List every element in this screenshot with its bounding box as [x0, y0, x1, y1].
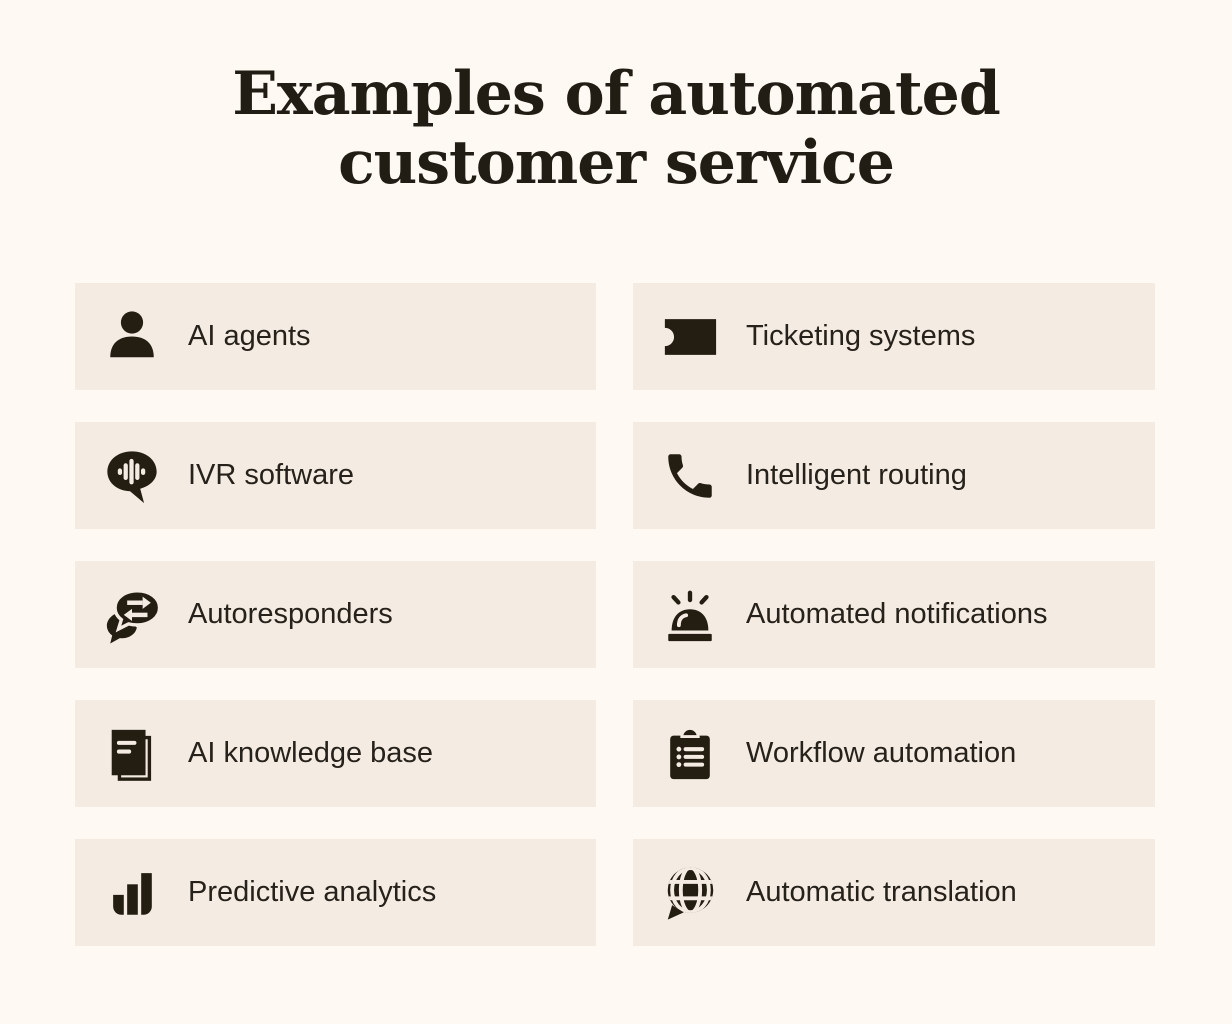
ticket-icon [661, 308, 719, 366]
bar-chart-icon [103, 864, 161, 922]
card-label: Automatic translation [746, 876, 1017, 908]
globe-icon [661, 864, 719, 922]
page-title-line1: Examples of automated [232, 59, 1001, 129]
phone-icon [661, 447, 719, 505]
voice-chat-icon [103, 447, 161, 505]
chat-arrows-icon [103, 586, 161, 644]
card-ivr-software: IVR software [75, 422, 596, 529]
person-icon [103, 308, 161, 366]
card-workflow-automation: Workflow automation [633, 700, 1155, 807]
card-label: Autoresponders [188, 598, 393, 630]
card-label: Intelligent routing [746, 459, 967, 491]
card-autoresponders: Autoresponders [75, 561, 596, 668]
card-label: AI knowledge base [188, 737, 434, 769]
card-automatic-translation: Automatic translation [633, 839, 1155, 946]
card-intelligent-routing: Intelligent routing [633, 422, 1155, 529]
card-ai-knowledge-base: AI knowledge base [75, 700, 596, 807]
page-title-line2: customer service [338, 128, 895, 198]
card-predictive-analytics: Predictive analytics [75, 839, 596, 946]
card-ai-agents: AI agents [75, 283, 596, 390]
card-label: Predictive analytics [188, 876, 437, 908]
card-ticketing-systems: Ticketing systems [633, 283, 1155, 390]
page-title: Examples of automated customer service [0, 0, 1232, 198]
examples-grid: AI agents Ticketing systems [75, 283, 1155, 946]
card-label: Workflow automation [746, 737, 1017, 769]
card-automated-notifications: Automated notifications [633, 561, 1155, 668]
card-label: AI agents [188, 320, 311, 352]
card-label: Ticketing systems [746, 320, 976, 352]
documents-icon [103, 725, 161, 783]
clipboard-list-icon [661, 725, 719, 783]
card-label: Automated notifications [746, 598, 1048, 630]
siren-icon [661, 586, 719, 644]
card-label: IVR software [188, 459, 354, 491]
